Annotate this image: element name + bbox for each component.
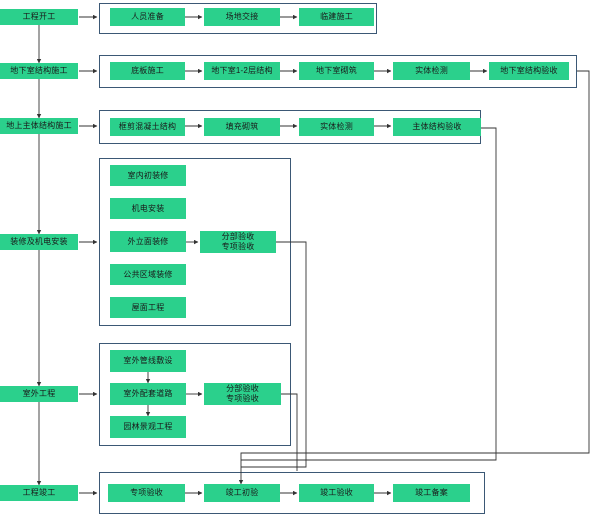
node-site-handover: 场地交接	[204, 8, 280, 26]
phase-start: 工程开工	[0, 9, 78, 25]
node-landscape: 园林景观工程	[110, 416, 186, 438]
feedback-decoration	[241, 241, 307, 468]
node-floor-slab: 底板施工	[110, 62, 185, 80]
node-personnel-prep: 人员准备	[110, 8, 185, 26]
node-outdoor-acceptance: 分部验收 专项验收	[204, 383, 281, 405]
phase-main-structure: 地上主体结构施工	[0, 118, 78, 134]
node-outdoor-roads: 室外配套道路	[110, 383, 186, 405]
feedback-outdoor	[281, 393, 298, 471]
node-special-acceptance: 专项验收	[108, 484, 185, 502]
phase-underground: 地下室结构施工	[0, 63, 78, 79]
feedback-underground	[238, 70, 590, 485]
node-public-area-finish: 公共区域装修	[110, 264, 186, 285]
phase-outdoor: 室外工程	[0, 386, 78, 402]
phase-completion: 工程竣工	[0, 485, 78, 501]
node-temporary-works: 临建施工	[299, 8, 374, 26]
node-infill-masonry: 填充砌筑	[204, 118, 280, 136]
node-facade-finish: 外立面装修	[110, 231, 186, 252]
node-entity-test-1: 实体检测	[393, 62, 470, 80]
node-completion-filing: 竣工备案	[393, 484, 470, 502]
node-decoration-acceptance: 分部验收 专项验收	[200, 231, 276, 253]
node-basement-masonry: 地下室砌筑	[299, 62, 374, 80]
node-final-acceptance: 竣工验收	[299, 484, 374, 502]
node-basement-structure: 地下室1-2层结构	[204, 62, 280, 80]
node-main-structure-acceptance: 主体结构验收	[393, 118, 481, 136]
phase-decoration-mep: 装修及机电安装	[0, 234, 78, 250]
node-preliminary-acceptance: 竣工初验	[204, 484, 280, 502]
node-outdoor-pipelines: 室外管线敷设	[110, 350, 186, 372]
node-basement-acceptance: 地下室结构验收	[489, 62, 569, 80]
feedback-structure	[241, 127, 497, 461]
node-entity-test-2: 实体检测	[299, 118, 374, 136]
node-roof-works: 屋面工程	[110, 297, 186, 318]
node-interior-finish: 室内初装修	[110, 165, 186, 186]
node-mep-install: 机电安装	[110, 198, 186, 219]
node-frame-shear-concrete: 框剪混凝土结构	[110, 118, 185, 136]
